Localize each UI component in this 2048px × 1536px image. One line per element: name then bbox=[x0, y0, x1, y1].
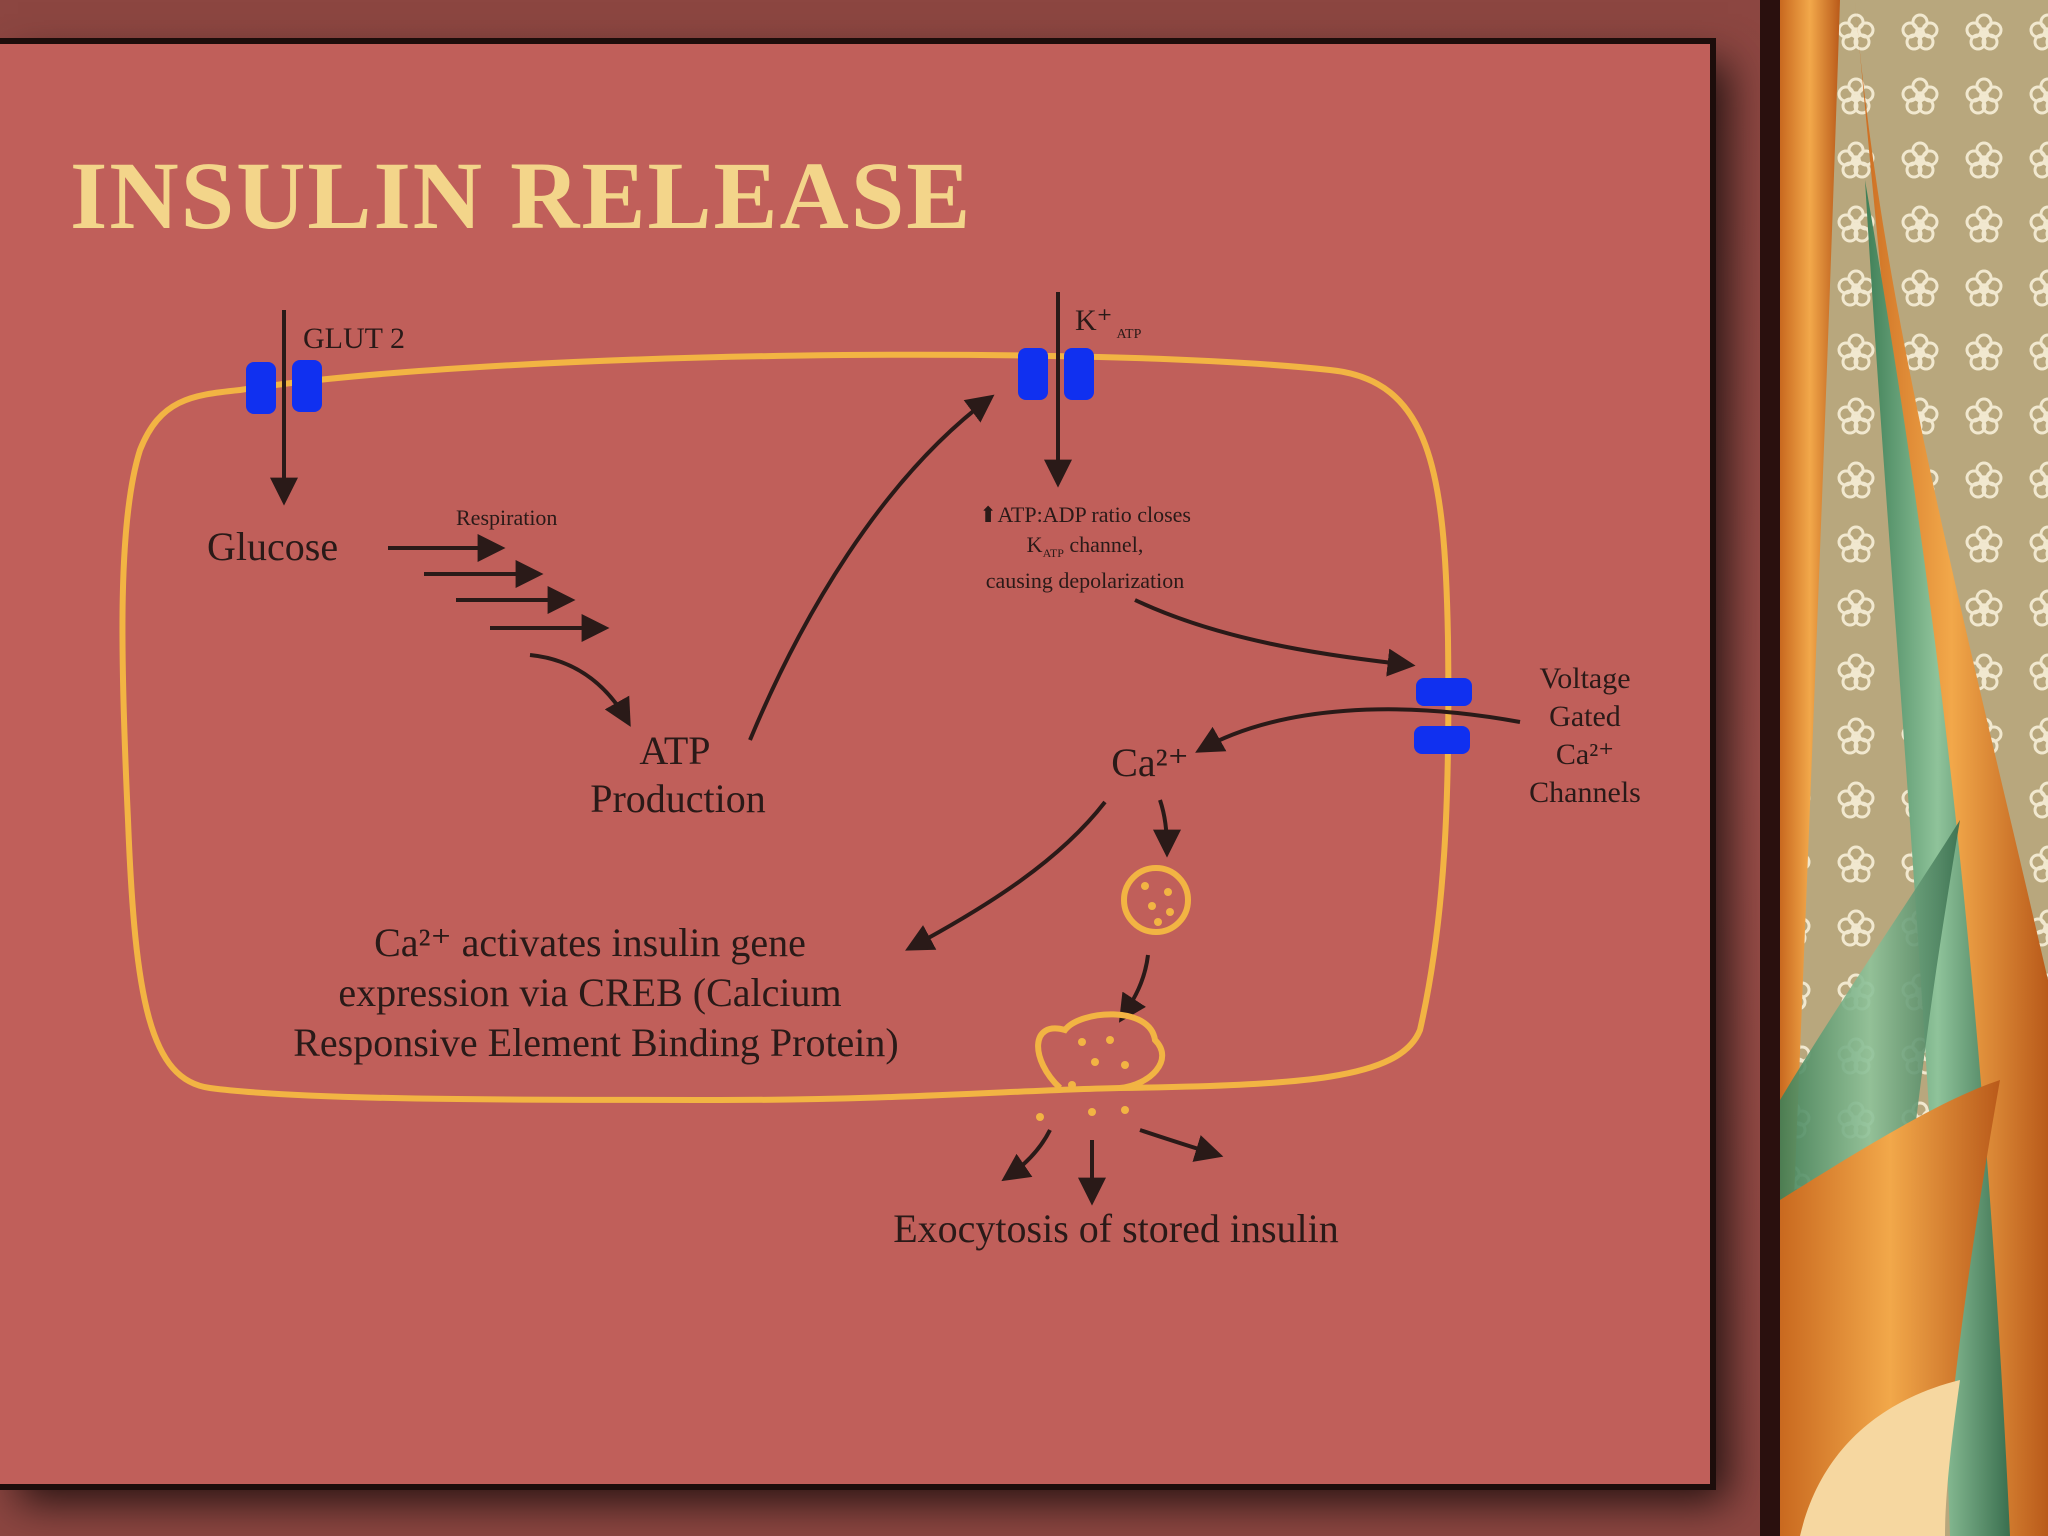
arrow-calcium-to-creb bbox=[905, 800, 1107, 951]
label-creb-line1: Ca²⁺ activates insulin gene bbox=[374, 920, 806, 965]
arrow-vgcc-to-calcium bbox=[1195, 707, 1521, 753]
arrow-atp-to-katp bbox=[748, 394, 995, 741]
arrow-exocytosis-right bbox=[1139, 1128, 1224, 1162]
label-voltage-line1: Voltage bbox=[1539, 662, 1630, 695]
arrow-vesicle-to-membrane bbox=[1118, 954, 1150, 1023]
fusing-vesicle bbox=[1035, 1011, 1165, 1121]
label-exocytosis: Exocytosis of stored insulin bbox=[893, 1206, 1339, 1251]
arrow-to-atp-production bbox=[529, 653, 631, 727]
content-panel bbox=[0, 44, 1710, 1484]
label-katp: K⁺ATP bbox=[1075, 304, 1142, 342]
katp-channel bbox=[1018, 348, 1094, 400]
arrow-depolarization-to-vgcc bbox=[1134, 598, 1416, 677]
label-atp-production-line1: ATP bbox=[639, 728, 710, 773]
label-voltage-line2: Gated bbox=[1549, 700, 1621, 733]
slide-title: INSULIN RELEASE bbox=[70, 142, 973, 249]
label-ratio-line1: ⬆ATP:ADP ratio closes bbox=[979, 502, 1191, 527]
label-glucose: Glucose bbox=[207, 524, 338, 569]
label-respiration: Respiration bbox=[456, 505, 557, 530]
label-calcium: Ca²⁺ bbox=[1111, 740, 1189, 785]
insulin-release-diagram: GLUT 2 K⁺ATP Glucose Respiration ATP Pro… bbox=[119, 292, 1641, 1251]
arrow-exocytosis-left bbox=[1001, 1129, 1052, 1182]
label-creb-line3: Responsive Element Binding Protein) bbox=[293, 1020, 899, 1065]
label-glut2: GLUT 2 bbox=[303, 322, 405, 355]
arrow-calcium-to-vesicle bbox=[1152, 799, 1181, 858]
label-voltage-line4: Channels bbox=[1529, 776, 1641, 809]
label-voltage-line3: Ca²⁺ bbox=[1556, 738, 1614, 771]
insulin-vesicle bbox=[1121, 865, 1191, 935]
label-ratio-line3: causing depolarization bbox=[986, 568, 1185, 593]
decorative-curtain-border bbox=[1760, 0, 2048, 1536]
voltage-gated-calcium-channel bbox=[1414, 678, 1472, 754]
label-atp-production-line2: Production bbox=[590, 776, 766, 821]
label-ratio-line2: KATP channel, bbox=[1027, 532, 1144, 560]
label-creb-line2: expression via CREB (Calcium bbox=[338, 970, 841, 1015]
glut2-channel bbox=[246, 360, 322, 414]
cell-membrane bbox=[119, 351, 1452, 1104]
